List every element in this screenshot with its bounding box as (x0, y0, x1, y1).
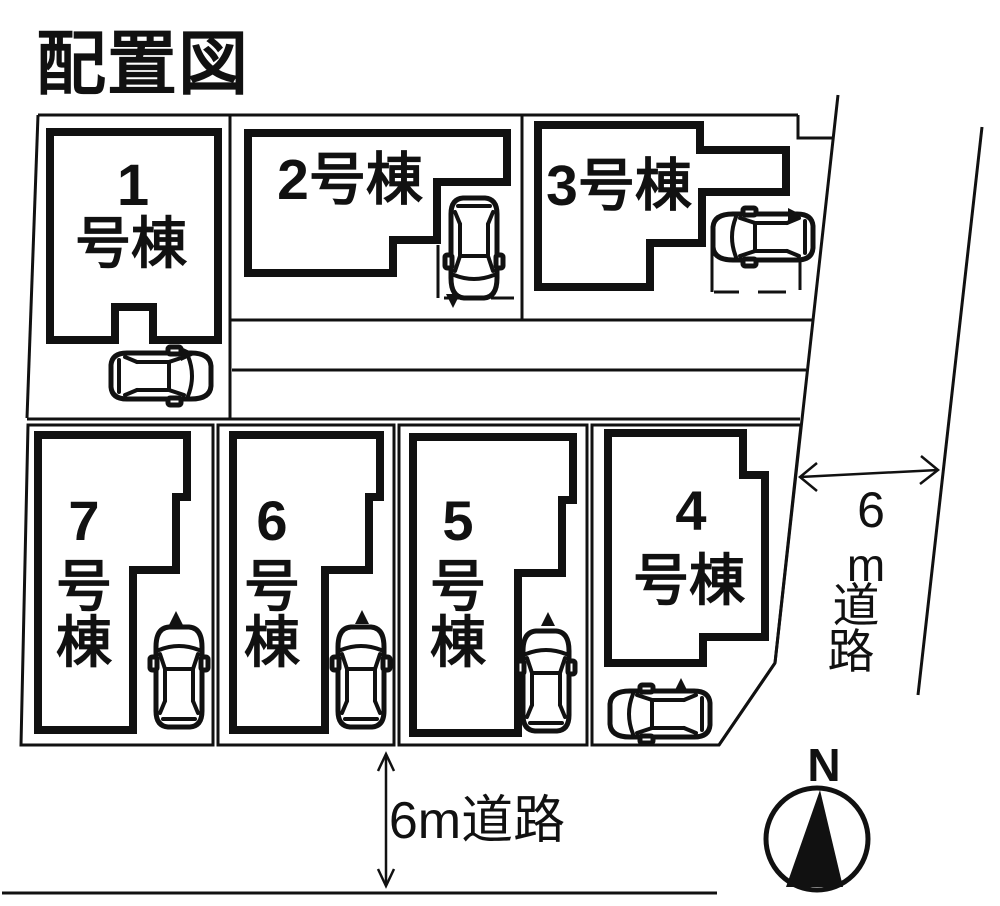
building-6-char-0: 6 (256, 489, 287, 552)
cars (111, 198, 813, 743)
car-lot-1 (111, 347, 211, 405)
building-5-char-0: 5 (442, 489, 473, 552)
car-2-direction-arrow (446, 294, 460, 308)
car-lot-7 (150, 627, 208, 727)
building-5-char-1: 号 (430, 555, 486, 618)
building-5-char-2: 棟 (430, 611, 487, 674)
east-road-left-edge (773, 94, 840, 664)
east-arrow-head-left (798, 462, 818, 492)
car-1-direction-arrow (181, 347, 196, 361)
car-4-direction-arrow (674, 678, 688, 692)
east-road-char-1: m (847, 539, 885, 591)
building-6-char-1: 号 (244, 555, 300, 618)
compass-needle (786, 790, 843, 887)
building-1-label-number: 1 (117, 153, 149, 218)
building-7-char-0: 7 (68, 489, 99, 552)
building-3-label: 3号棟 (546, 154, 693, 218)
east-arrow-shaft (799, 468, 939, 479)
lot-6-boundary (216, 423, 396, 747)
east-road-dimension-arrow (798, 455, 941, 492)
south-road-dimension-arrow (376, 751, 396, 889)
building-2-outline (244, 129, 511, 277)
lot-5-boundary (397, 423, 589, 747)
building-7-outline (34, 431, 191, 734)
building-6-label: 6 号 棟 (244, 489, 301, 674)
building-2-label: 2号棟 (277, 148, 424, 212)
building-4-outline (604, 429, 769, 667)
car-6-direction-arrow (355, 610, 369, 624)
east-road-right-edge (916, 126, 984, 696)
car-7-direction-arrow (169, 611, 183, 625)
compass-circle (763, 785, 871, 893)
car-lot-5 (517, 631, 575, 731)
building-1-outline (46, 128, 222, 344)
building-6-char-2: 棟 (244, 611, 301, 674)
building-4-label-suffix: 号棟 (633, 549, 746, 612)
building-3-outline (534, 121, 790, 291)
building-6-outline (229, 431, 384, 734)
car-lot-4 (610, 685, 710, 743)
east-road-label: 6 m 道 路 (828, 482, 886, 678)
car-5-direction-arrow (541, 612, 555, 626)
roads (2, 94, 984, 895)
east-road-char-0: 6 (857, 482, 885, 538)
top-right-step (796, 115, 834, 140)
lot-3-parking-marks (710, 246, 802, 294)
south-arrow-head-bottom (376, 868, 396, 889)
car-3-direction-arrow (788, 208, 802, 222)
south-road-label: 6m道路 (389, 792, 565, 850)
east-road-char-2: 道 (833, 579, 880, 632)
compass: N (763, 739, 871, 893)
left-boundary-line (25, 114, 40, 419)
building-4-label-number: 4 (675, 479, 706, 542)
labels: 配置図 1 号棟 2号棟 3号棟 4 号棟 5 号 棟 6 号 棟 7 号 棟 … (36, 27, 885, 850)
car-lot-2 (445, 198, 503, 298)
east-road-char-3: 路 (828, 625, 875, 678)
east-arrow-head-right (919, 455, 941, 485)
building-5-outline (409, 433, 577, 737)
building-7-char-1: 号 (56, 555, 112, 618)
building-7-label: 7 号 棟 (56, 489, 113, 674)
compass-north-label: N (807, 739, 840, 791)
car-lot-6 (332, 627, 390, 727)
lot-7-boundary (19, 423, 215, 747)
lot-boundaries (19, 113, 834, 747)
building-1-label-suffix: 号棟 (75, 212, 188, 275)
building-7-char-2: 棟 (56, 611, 113, 674)
building-footprints (34, 121, 790, 737)
drawing-title: 配置図 (36, 27, 249, 104)
corner-cut-line (717, 662, 777, 746)
south-arrow-head-top (376, 751, 396, 772)
building-5-label: 5 号 棟 (430, 489, 487, 674)
